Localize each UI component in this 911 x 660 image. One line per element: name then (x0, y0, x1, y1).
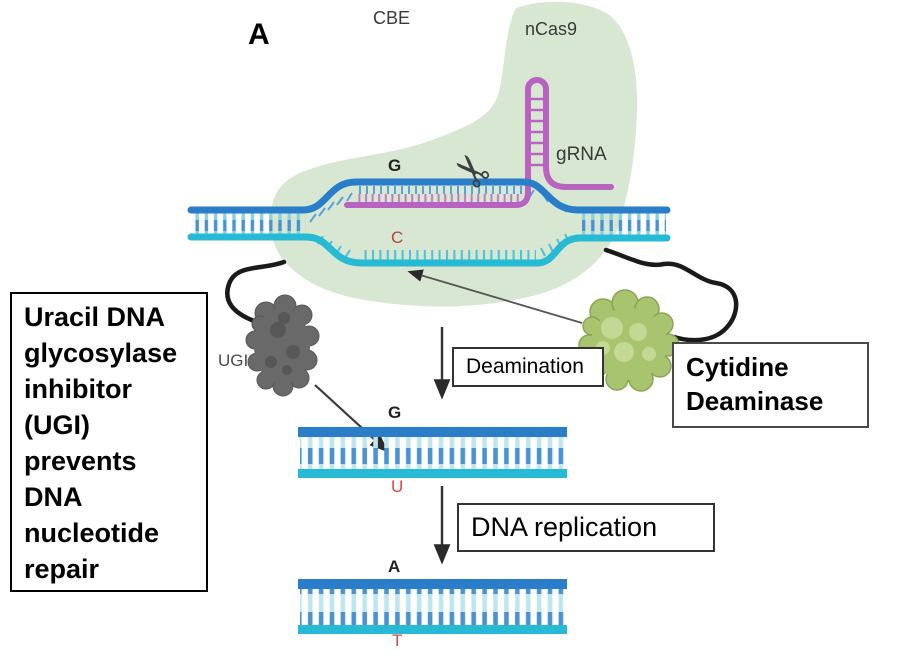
base-g-mid: G (388, 403, 402, 422)
cytidine-deaminase-box: Cytidine Deaminase (672, 342, 869, 428)
ugi-protein (245, 294, 320, 397)
ugi-note-box: Uracil DNA glycosylase inhibitor (UGI) p… (10, 292, 208, 592)
ugi-linker (225, 259, 287, 324)
cbe-label: CBE (373, 8, 411, 28)
grna-hairpin-rungs (530, 97, 544, 167)
grna-label: gRNA (556, 144, 607, 165)
base-t-bottom: T (392, 631, 403, 650)
ncas9-label: nCas9 (525, 19, 578, 39)
base-u-mid: U (391, 477, 404, 496)
base-a-bottom: A (388, 557, 401, 576)
base-g-bubble: G (388, 156, 402, 175)
ugi-label: UGI (218, 351, 249, 370)
deaminated-dna (298, 427, 567, 478)
dna-bottom-strand (187, 233, 671, 267)
base-c-bubble: C (391, 228, 404, 247)
grna-strand (344, 77, 614, 208)
ncas9-protein-body (270, 1, 638, 307)
dna-replication-box: DNA replication (457, 503, 715, 552)
panel-label: A (248, 18, 270, 51)
deaminase-to-c-arrow (407, 269, 583, 324)
replicated-dna (298, 579, 567, 634)
deaminase-linker (603, 247, 739, 343)
deamination-box: Deamination (452, 347, 604, 387)
genomic-dna (187, 77, 671, 267)
dna-top-strand (187, 178, 671, 214)
